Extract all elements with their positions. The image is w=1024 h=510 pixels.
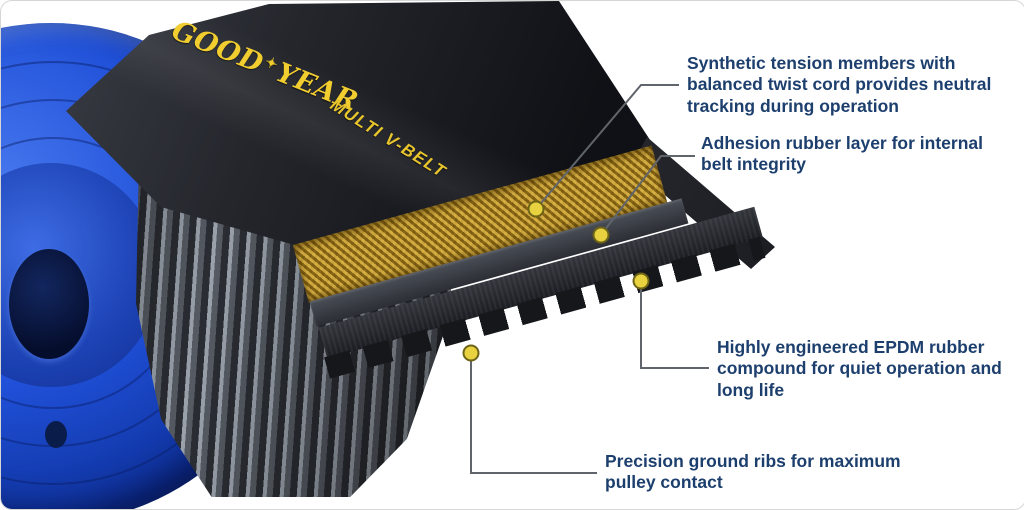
- callout-text-tension-members: Synthetic tension members with balanced …: [687, 53, 992, 116]
- callout-text-adhesion-layer: Adhesion rubber layer for internal belt …: [701, 133, 983, 175]
- callout-text-epdm-compound: Highly engineered EPDM rubber compound f…: [717, 337, 1002, 400]
- callout-line-3: [640, 281, 709, 369]
- pulley-hub-bore: [9, 249, 89, 359]
- callout-text-ground-ribs: Precision ground ribs for maximum pulley…: [605, 451, 901, 493]
- callout-dot-2: [592, 226, 610, 244]
- callout-dot-3: [632, 272, 650, 290]
- callout-line-4: [470, 353, 597, 474]
- callout-line-1: [535, 84, 679, 210]
- pulley-bolt-hole: [45, 421, 67, 448]
- callout-dot-4: [462, 344, 480, 362]
- callout-dot-1: [527, 200, 545, 218]
- callout-line-2: [600, 155, 695, 236]
